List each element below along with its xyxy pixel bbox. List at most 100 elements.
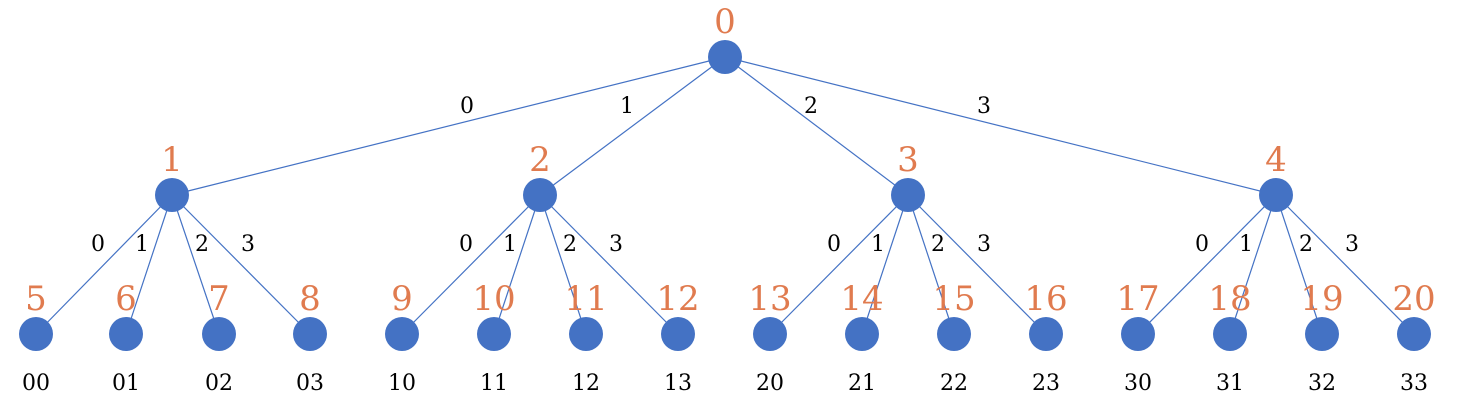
node-7 xyxy=(202,317,236,351)
edges-layer xyxy=(35,56,1415,335)
edge-label-1-8: 3 xyxy=(241,232,255,257)
node-18 xyxy=(1213,317,1247,351)
edge-label-1-6: 1 xyxy=(135,232,149,257)
node-label-5: 5 xyxy=(25,279,47,319)
node-label-6: 6 xyxy=(115,279,137,319)
edge-2-12 xyxy=(539,194,679,335)
node-label-1: 1 xyxy=(161,140,183,180)
node-8 xyxy=(293,317,327,351)
edge-0-1 xyxy=(171,56,726,196)
edge-label-1-7: 2 xyxy=(195,232,209,257)
leaf-code-5: 00 xyxy=(22,371,50,396)
edge-3-13 xyxy=(769,194,909,335)
node-label-15: 15 xyxy=(932,279,975,319)
leaf-code-14: 21 xyxy=(848,371,876,396)
edge-4-19 xyxy=(1275,194,1323,335)
node-10 xyxy=(477,317,511,351)
node-9 xyxy=(385,317,419,351)
leaf-code-11: 12 xyxy=(572,371,600,396)
edge-2-10 xyxy=(493,194,541,335)
edge-label-4-20: 3 xyxy=(1345,232,1359,257)
node-label-19: 19 xyxy=(1300,279,1343,319)
edge-1-7 xyxy=(171,194,220,335)
node-16 xyxy=(1029,317,1063,351)
edge-label-3-16: 3 xyxy=(977,232,991,257)
node-label-14: 14 xyxy=(840,279,883,319)
leaf-code-13: 20 xyxy=(756,371,784,396)
node-4 xyxy=(1259,178,1293,212)
edge-0-4 xyxy=(724,56,1277,196)
node-3 xyxy=(891,178,925,212)
leaf-code-6: 01 xyxy=(112,371,140,396)
leaf-code-19: 32 xyxy=(1308,371,1336,396)
node-label-17: 17 xyxy=(1116,279,1159,319)
node-label-12: 12 xyxy=(656,279,699,319)
node-label-9: 9 xyxy=(391,279,413,319)
node-label-7: 7 xyxy=(208,279,230,319)
edge-4-20 xyxy=(1275,194,1415,335)
node-14 xyxy=(845,317,879,351)
node-label-8: 8 xyxy=(299,279,321,319)
edge-label-4-19: 2 xyxy=(1299,232,1313,257)
edge-label-4-17: 0 xyxy=(1195,232,1209,257)
edge-label-0-1: 0 xyxy=(460,94,474,119)
node-19 xyxy=(1305,317,1339,351)
leaf-code-9: 10 xyxy=(388,371,416,396)
edge-label-3-13: 0 xyxy=(827,232,841,257)
edge-1-8 xyxy=(171,194,311,335)
leaf-code-20: 33 xyxy=(1400,371,1428,396)
node-15 xyxy=(937,317,971,351)
edge-3-15 xyxy=(907,194,955,335)
node-label-0: 0 xyxy=(714,2,736,42)
leaf-code-8: 03 xyxy=(296,371,324,396)
edge-label-0-4: 3 xyxy=(977,94,991,119)
leaf-code-15: 22 xyxy=(940,371,968,396)
edge-2-9 xyxy=(401,194,541,335)
node-17 xyxy=(1121,317,1155,351)
edge-label-1-5: 0 xyxy=(91,232,105,257)
leaf-code-17: 30 xyxy=(1124,371,1152,396)
edge-label-2-10: 1 xyxy=(503,232,517,257)
leaf-code-16: 23 xyxy=(1032,371,1060,396)
edge-label-0-3: 2 xyxy=(804,94,818,119)
edge-label-3-14: 1 xyxy=(871,232,885,257)
node-1 xyxy=(155,178,189,212)
leaf-code-7: 02 xyxy=(205,371,233,396)
node-11 xyxy=(569,317,603,351)
node-label-3: 3 xyxy=(897,140,919,180)
node-label-11: 11 xyxy=(564,279,607,319)
node-13 xyxy=(753,317,787,351)
node-label-16: 16 xyxy=(1024,279,1067,319)
edge-2-11 xyxy=(539,194,587,335)
node-label-10: 10 xyxy=(472,279,515,319)
edge-label-0-2: 1 xyxy=(620,94,634,119)
edge-label-2-11: 2 xyxy=(563,232,577,257)
node-2 xyxy=(523,178,557,212)
edge-label-4-18: 1 xyxy=(1239,232,1253,257)
edge-1-5 xyxy=(35,194,173,335)
edge-4-17 xyxy=(1137,194,1277,335)
node-20 xyxy=(1397,317,1431,351)
edge-3-16 xyxy=(907,194,1047,335)
node-label-20: 20 xyxy=(1392,279,1435,319)
leaf-code-12: 13 xyxy=(664,371,692,396)
leaf-code-10: 11 xyxy=(480,371,508,396)
node-5 xyxy=(19,317,53,351)
edge-1-6 xyxy=(125,194,173,335)
nodes-layer xyxy=(19,40,1431,351)
node-0 xyxy=(708,40,742,74)
edge-0-2 xyxy=(539,56,726,196)
edge-0-3 xyxy=(724,56,909,196)
leaf-codes-layer: 00 01 02 03 10 11 12 13 20 21 22 23 30 31 32 33 xyxy=(22,371,1428,396)
edge-label-3-15: 2 xyxy=(931,232,945,257)
node-label-13: 13 xyxy=(748,279,791,319)
edge-3-14 xyxy=(861,194,909,335)
node-label-18: 18 xyxy=(1208,279,1251,319)
leaf-code-18: 31 xyxy=(1216,371,1244,396)
node-label-2: 2 xyxy=(529,140,551,180)
node-6 xyxy=(109,317,143,351)
node-label-4: 4 xyxy=(1265,140,1287,180)
